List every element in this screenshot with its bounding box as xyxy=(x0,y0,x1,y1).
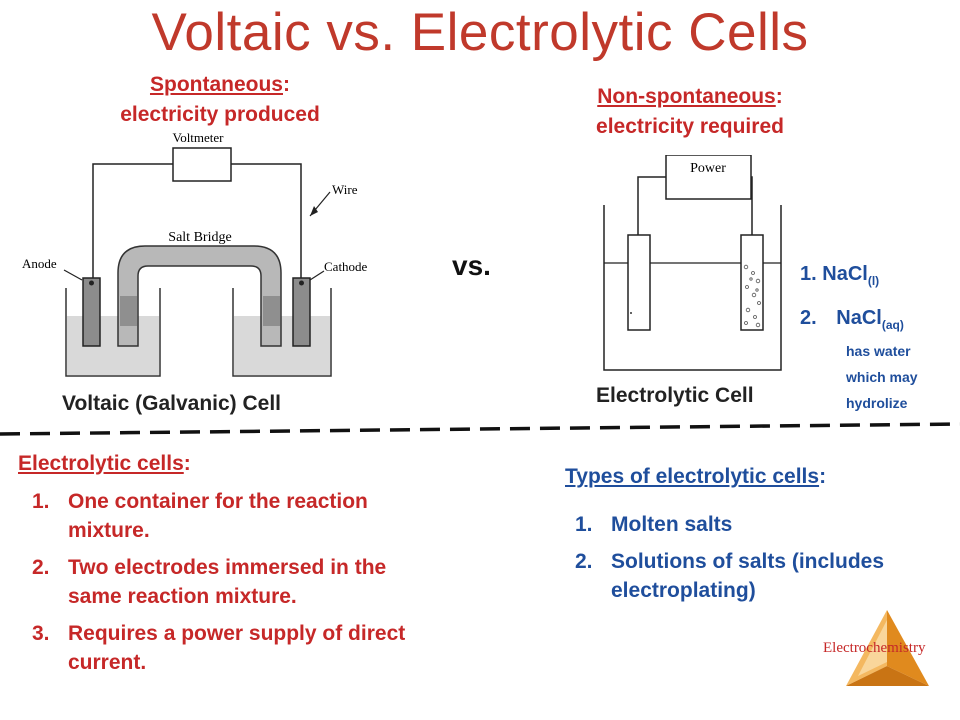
slide-title: Voltaic vs. Electrolytic Cells xyxy=(151,3,809,62)
types-heading-text: Types of electrolytic cells xyxy=(565,465,820,488)
nacl-note-line: hydrolize xyxy=(846,395,908,411)
voltaic-cell-diagram: Voltmeter Wire Salt Bridge Anode Cathode xyxy=(22,130,368,377)
heading-colon: : xyxy=(183,452,191,475)
voltaic-cell-caption: Voltaic (Galvanic) Cell xyxy=(62,392,282,415)
power-label: Power xyxy=(690,161,726,176)
nacl-item-2: 2. NaCl(aq) xyxy=(800,307,904,332)
nacl-note-line: which may xyxy=(846,369,918,385)
electrolytic-cell-caption: Electrolytic Cell xyxy=(596,384,754,407)
nacl-note: has water which may hydrolize xyxy=(846,338,918,416)
electrolytic-cell-diagram: Power xyxy=(603,155,782,371)
right-plug xyxy=(263,296,280,326)
salt-bridge-label: Salt Bridge xyxy=(168,230,231,245)
list-number: 2. xyxy=(32,556,50,579)
electrolytic-cells-heading-text: Electrolytic cells xyxy=(18,452,184,475)
pyramid-logo-icon xyxy=(846,610,929,686)
nacl-state: (l) xyxy=(867,274,880,288)
list-item: 1. One container for the reaction mixture… xyxy=(32,487,432,545)
nacl-formula: NaCl xyxy=(822,263,868,285)
right-lead xyxy=(751,176,753,235)
power-supply-box xyxy=(665,155,752,200)
electricity-produced-text: electricity produced xyxy=(120,103,320,126)
anode-label: Anode xyxy=(22,256,57,271)
right-wire xyxy=(231,163,302,278)
list-item: 2. Solutions of salts (includes electropl… xyxy=(575,547,935,605)
wire-label: Wire xyxy=(332,182,358,197)
left-wire xyxy=(92,163,173,278)
list-number: 2. xyxy=(575,550,593,573)
non-spontaneous-keyword: Non-spontaneous xyxy=(597,85,776,108)
vs-label: vs. xyxy=(452,250,491,281)
nacl-formula: NaCl xyxy=(836,307,882,329)
non-spontaneous-header: Non-spontaneous: electricity required xyxy=(540,82,840,142)
list-item: 1. Molten salts xyxy=(575,510,935,539)
dashed-divider xyxy=(0,422,960,436)
list-number: 1. xyxy=(32,490,50,513)
spontaneous-keyword: Spontaneous xyxy=(149,73,283,96)
list-text: Two electrodes immersed in the same reac… xyxy=(68,556,387,608)
right-electrode xyxy=(740,234,764,331)
electrolytic-cells-heading: Electrolytic cells: xyxy=(18,452,191,476)
electrolytic-cells-list: 1. One container for the reaction mixture… xyxy=(32,487,432,685)
nacl-num: 2. xyxy=(800,307,817,329)
gas-bubbles xyxy=(743,264,761,328)
list-text: Solutions of salts (includes electroplat… xyxy=(611,550,885,602)
voltmeter-label: Voltmeter xyxy=(172,130,224,145)
spontaneous-header: Spontaneous: electricity produced xyxy=(60,70,380,130)
nacl-state: (aq) xyxy=(881,318,904,332)
nacl-note-line: has water xyxy=(846,343,911,359)
right-solution xyxy=(234,316,330,375)
list-item: 2. Two electrodes immersed in the same re… xyxy=(32,553,432,611)
list-text: Requires a power supply of direct curren… xyxy=(68,622,406,674)
electricity-required-text: electricity required xyxy=(596,115,784,138)
list-number: 3. xyxy=(32,622,50,645)
cathode-label: Cathode xyxy=(324,259,368,274)
cathode-electrode xyxy=(292,277,311,347)
types-list: 1. Molten salts 2. Solutions of salts (inc… xyxy=(575,510,935,613)
list-text: One container for the reaction mixture. xyxy=(68,490,368,542)
nacl-num: 1. xyxy=(800,263,817,285)
list-item: 3. Requires a power supply of direct curr… xyxy=(32,619,432,677)
left-beaker xyxy=(65,288,161,377)
left-lead xyxy=(637,176,666,235)
salt-bridge xyxy=(117,245,282,347)
nacl-item-1: 1. NaCl(l) xyxy=(800,263,879,288)
left-solution xyxy=(67,316,159,375)
right-beaker xyxy=(232,288,332,377)
list-number: 1. xyxy=(575,513,593,536)
footer-electrochemistry: Electrochemistry xyxy=(823,640,926,656)
electrolytic-beaker xyxy=(603,205,782,371)
list-text: Molten salts xyxy=(611,513,733,536)
left-plug xyxy=(120,296,137,326)
header-colon: : xyxy=(775,85,783,108)
header-colon: : xyxy=(283,73,290,96)
voltmeter-box xyxy=(172,147,232,182)
anode-electrode xyxy=(82,277,101,347)
left-electrode xyxy=(627,234,651,331)
heading-colon: : xyxy=(819,465,827,488)
types-heading: Types of electrolytic cells: xyxy=(565,465,826,489)
